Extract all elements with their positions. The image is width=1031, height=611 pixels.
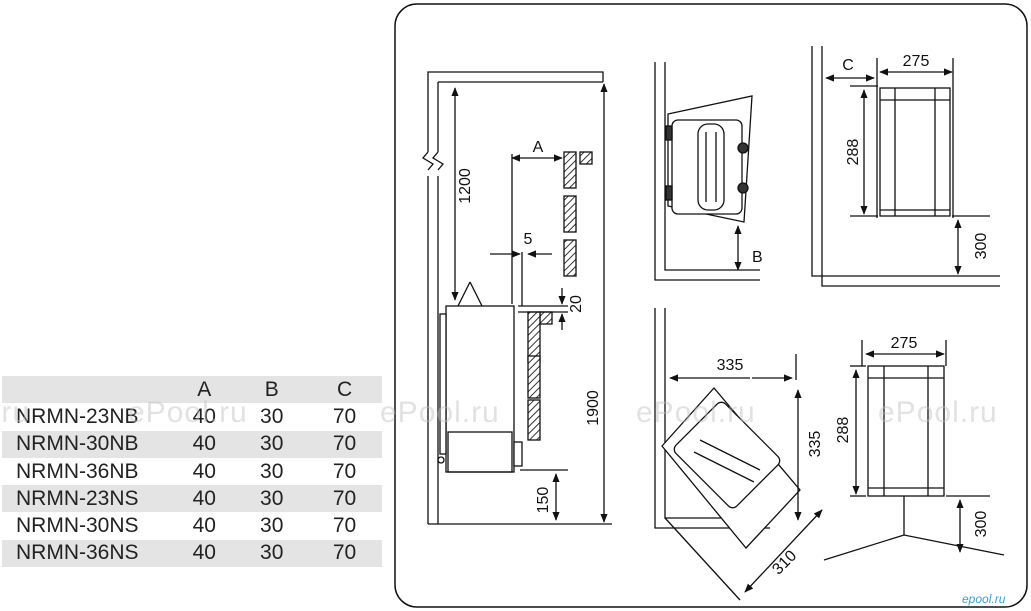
label-335-v: 335	[807, 431, 824, 458]
hatched-guard	[527, 151, 593, 441]
label-5: 5	[524, 231, 533, 248]
cell-model: NRMN-30NS	[16, 514, 139, 538]
cell-b: 30	[260, 514, 284, 538]
site-logo: epool.ru	[962, 592, 1006, 606]
diagram-frame	[394, 3, 1028, 608]
table-row: NRMN-30NS 40 30 70	[2, 512, 382, 540]
cell-c: 70	[332, 459, 357, 483]
cell-b: 30	[260, 541, 284, 565]
table-row: NRMN-30NB 40 30 70	[2, 430, 382, 458]
label-300-wall: 300	[973, 233, 990, 260]
cell-model: NRMN-36NS	[16, 541, 139, 565]
label-1900: 1900	[585, 390, 602, 426]
header-b: B	[264, 377, 279, 401]
cell-a: 40	[192, 404, 216, 428]
label-335-h: 335	[717, 357, 744, 374]
table-row: NRMN-23NB 40 30 70	[2, 403, 382, 431]
cell-b: 30	[260, 432, 284, 456]
heater-side	[437, 281, 523, 473]
cell-model: NRMN-36NB	[16, 459, 139, 483]
dimension-labels: 1200 A 5 20 1900 150 B C 275 288 300 335…	[457, 53, 990, 578]
cell-c: 70	[332, 486, 357, 510]
label-150: 150	[535, 487, 552, 514]
label-b: B	[752, 249, 763, 266]
cell-a: 40	[192, 514, 216, 538]
cell-b: 30	[260, 459, 284, 483]
cell-a: 40	[192, 459, 216, 483]
cell-model: NRMN-30NB	[16, 432, 139, 456]
label-c: C	[842, 57, 854, 74]
model-spec-table: A B C NRMN-23NB 40 30 70 NRMN-30NB 40 30…	[2, 376, 382, 568]
cell-a: 40	[192, 541, 216, 565]
label-310: 310	[769, 547, 800, 578]
top-view-wall	[654, 62, 760, 281]
label-20: 20	[568, 295, 585, 313]
table-row: NRMN-36NB 40 30 70	[2, 457, 382, 486]
cell-c: 70	[332, 541, 357, 565]
side-view-wall	[422, 71, 612, 525]
top-view-corner	[654, 308, 823, 601]
cell-model: NRMN-23NB	[16, 404, 139, 428]
table-row: NRMN-23NS 40 30 70	[2, 485, 382, 513]
cell-c: 70	[332, 404, 357, 428]
label-300-corner: 300	[973, 511, 990, 538]
label-275-wall: 275	[903, 53, 930, 70]
front-view-wall	[811, 46, 1000, 287]
cell-b: 30	[260, 486, 284, 510]
side-view-dimensions	[451, 83, 608, 523]
label-288-wall: 288	[845, 139, 862, 166]
cell-a: 40	[192, 486, 216, 510]
label-1200: 1200	[457, 168, 474, 204]
header-c: C	[336, 377, 353, 401]
header-a: A	[197, 377, 212, 401]
label-a: A	[533, 139, 544, 156]
cell-c: 70	[332, 514, 357, 538]
label-288-corner: 288	[835, 417, 852, 444]
front-view-corner	[823, 340, 1005, 561]
cell-b: 30	[260, 404, 284, 428]
label-275-corner: 275	[891, 335, 918, 352]
cell-c: 70	[332, 432, 357, 456]
table-row: NRMN-36NS 40 30 70	[2, 539, 382, 568]
cell-a: 40	[192, 432, 216, 456]
cell-model: NRMN-23NS	[16, 486, 139, 510]
table-header-row: A B C	[2, 376, 382, 404]
